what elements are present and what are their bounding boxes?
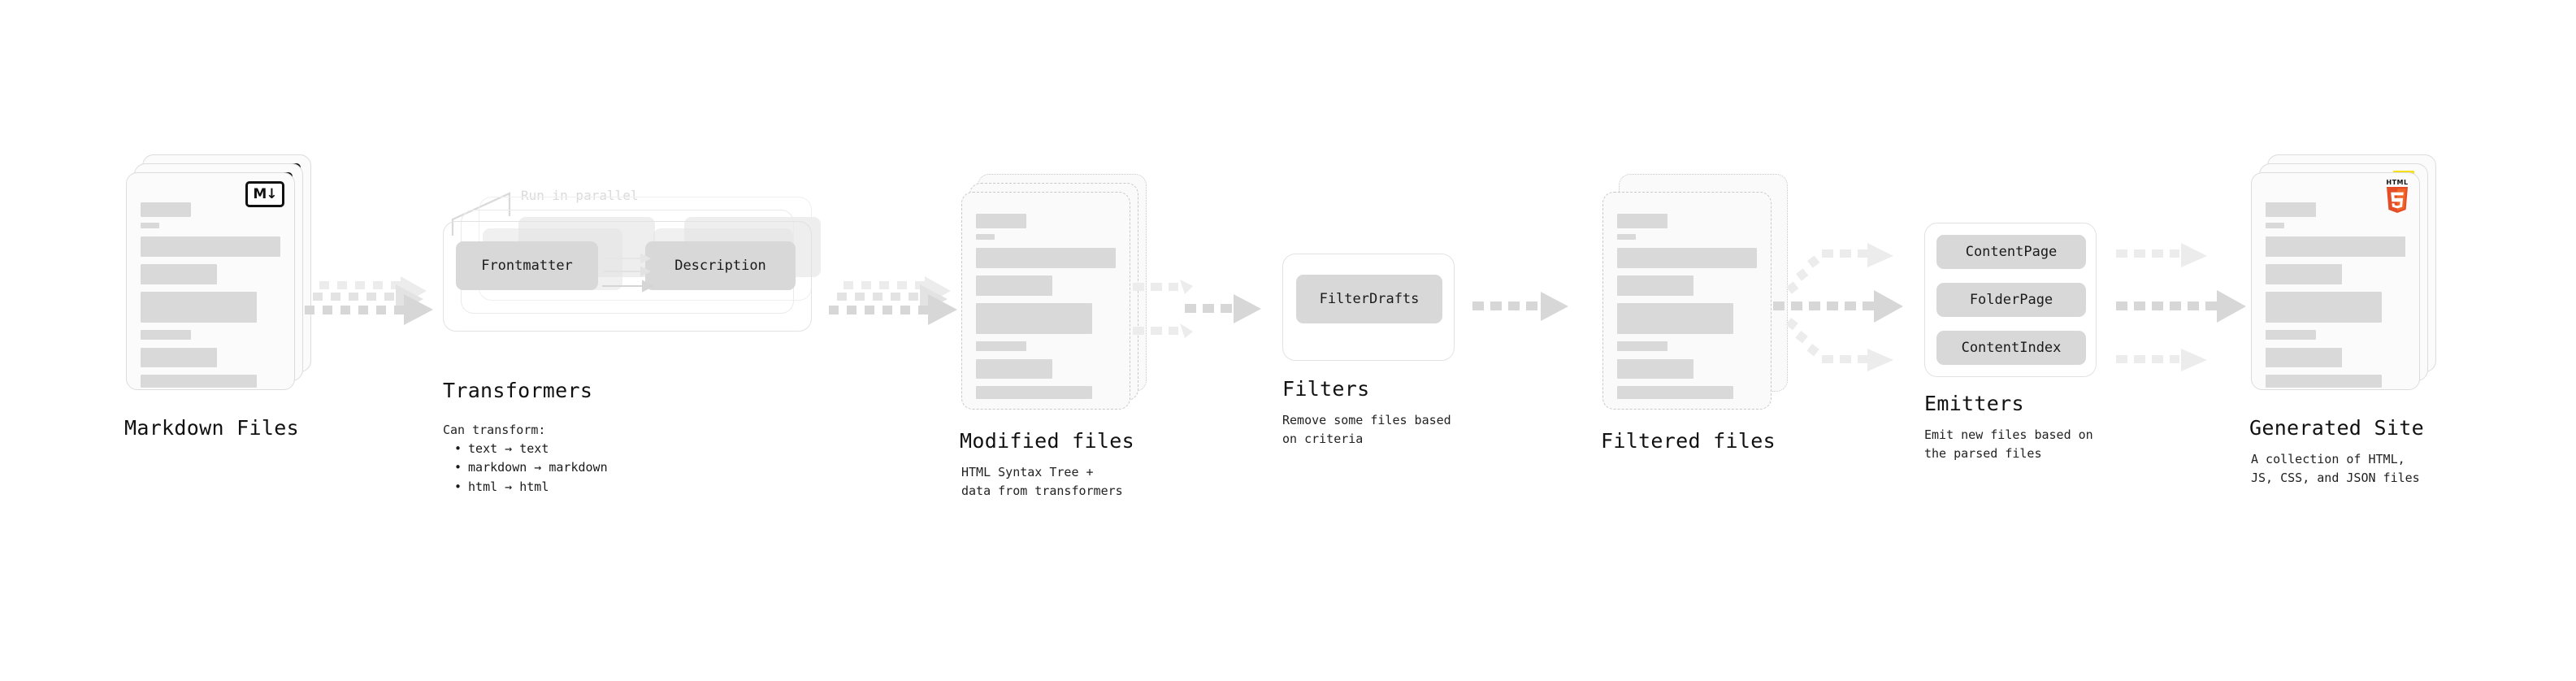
filtered-file-stack xyxy=(1602,174,1788,427)
markdown-badge: M↓ xyxy=(245,181,284,207)
placeholder-bar xyxy=(2266,292,2382,323)
transformers-box-group: Frontmatter Description xyxy=(443,185,823,340)
filter-chip-label: FilterDrafts xyxy=(1319,291,1420,307)
stage-title-transformers: Transformers xyxy=(443,379,593,402)
placeholder-bars xyxy=(1617,214,1757,405)
emitters-box: ContentPage FolderPage ContentIndex xyxy=(1924,223,2097,377)
stage-title-emitters: Emitters xyxy=(1924,392,2024,415)
placeholder-bar xyxy=(1617,341,1667,351)
arrow-emitters-to-site xyxy=(2116,232,2258,386)
placeholder-bar xyxy=(141,330,191,340)
placeholder-bar xyxy=(1617,275,1693,296)
stage-title-markdown-files: Markdown Files xyxy=(124,416,299,440)
placeholder-bar xyxy=(1617,303,1733,334)
placeholder-bar xyxy=(2266,330,2316,340)
arrow-markdown-to-transformers xyxy=(305,276,447,349)
placeholder-bar xyxy=(976,275,1052,296)
stage-desc-emitters: Emit new files based on the parsed files xyxy=(1924,427,2093,461)
emitter-chip-label: FolderPage xyxy=(1969,292,2053,308)
transformer-layer-front: Frontmatter Description xyxy=(443,221,812,332)
filter-chip-filterdrafts[interactable]: FilterDrafts xyxy=(1296,275,1442,323)
arrow-filters-to-filtered xyxy=(1472,289,1594,338)
placeholder-bar xyxy=(1617,248,1757,268)
stage-desc-filters: Remove some files based on criteria xyxy=(1282,413,1451,446)
stage-transformers: Run in parallel Frontmatter Description xyxy=(443,185,823,494)
transformer-chip-label: Description xyxy=(674,258,766,274)
file-card-front-html: HTML xyxy=(2251,172,2420,390)
placeholder-bar xyxy=(976,303,1092,334)
placeholder-bar xyxy=(976,386,1092,399)
run-in-parallel-label: Run in parallel xyxy=(521,188,639,203)
placeholder-bar xyxy=(141,292,257,323)
stage-title-modified-files: Modified files xyxy=(960,429,1134,453)
transformer-chip-frontmatter[interactable]: Frontmatter xyxy=(456,241,598,290)
stage-generated-site: CSS HTML xyxy=(2249,154,2436,485)
html5-badge-label: HTML xyxy=(2386,179,2409,186)
placeholder-bar xyxy=(1617,234,1636,240)
stage-markdown-files: M↓ M↓ M↓ xyxy=(124,154,311,440)
placeholder-bar xyxy=(976,214,1026,228)
placeholder-bar xyxy=(976,341,1026,351)
bullet-item: html → html xyxy=(454,478,608,497)
stage-modified-files: Modified files HTML Syntax Tree + data f… xyxy=(960,174,1147,498)
placeholder-bar xyxy=(2266,236,2405,257)
emitter-chip-folderpage[interactable]: FolderPage xyxy=(1936,283,2086,317)
arrow-modified-to-filters xyxy=(1133,268,1279,358)
stage-desc-generated-site: A collection of HTML, JS, CSS, and JSON … xyxy=(2251,452,2420,485)
placeholder-bar xyxy=(141,348,217,367)
placeholder-bar xyxy=(141,264,217,284)
arrow-filtered-to-emitters xyxy=(1773,232,1928,386)
modified-file-stack xyxy=(961,174,1147,427)
emitter-chip-contentindex[interactable]: ContentIndex xyxy=(1936,331,2086,365)
transformer-chip-label: Frontmatter xyxy=(481,258,573,274)
html5-badge: HTML xyxy=(2385,180,2409,215)
placeholder-bar xyxy=(2266,375,2382,388)
file-card-front xyxy=(961,192,1130,410)
placeholder-bar xyxy=(976,359,1052,379)
placeholder-bar xyxy=(141,223,159,228)
transformers-bullet-list: text → text markdown → markdown html → h… xyxy=(443,440,608,497)
placeholder-bar xyxy=(976,234,995,240)
placeholder-bar xyxy=(141,202,191,217)
stage-title-generated-site: Generated Site xyxy=(2249,416,2424,440)
placeholder-bar xyxy=(141,236,280,257)
file-card-front: M↓ xyxy=(126,172,295,390)
stage-title-filtered-files: Filtered files xyxy=(1601,429,1776,453)
emitter-chip-label: ContentIndex xyxy=(1961,340,2062,356)
placeholder-bar xyxy=(1617,359,1693,379)
stage-filtered-files: Filtered files xyxy=(1601,174,1788,453)
transformer-inner-arrows xyxy=(602,253,655,293)
emitter-chip-contentpage[interactable]: ContentPage xyxy=(1936,235,2086,269)
stage-title-filters: Filters xyxy=(1282,377,1370,401)
transformers-desc-head: Can transform: xyxy=(443,423,546,437)
html5-shield-icon xyxy=(2387,187,2408,213)
filters-box: FilterDrafts xyxy=(1282,254,1455,361)
placeholder-bar xyxy=(2266,202,2316,217)
bullet-item: markdown → markdown xyxy=(454,458,608,477)
placeholder-bar xyxy=(2266,223,2284,228)
placeholder-bar xyxy=(2266,264,2342,284)
placeholder-bar xyxy=(976,248,1116,268)
bullet-item: text → text xyxy=(454,440,608,458)
generated-site-file-stack: CSS HTML xyxy=(2251,154,2436,408)
placeholder-bar xyxy=(1617,386,1733,399)
placeholder-bar xyxy=(2266,348,2342,367)
placeholder-bars xyxy=(976,214,1116,405)
placeholder-bar xyxy=(1617,214,1667,228)
placeholder-bars xyxy=(141,202,280,393)
placeholder-bars xyxy=(2266,202,2405,393)
placeholder-bar xyxy=(141,375,257,388)
stage-emitters: ContentPage FolderPage ContentIndex Emit… xyxy=(1924,223,2097,461)
stage-desc-modified-files: HTML Syntax Tree + data from transformer… xyxy=(961,465,1123,498)
stage-filters: FilterDrafts Filters Remove some files b… xyxy=(1282,254,1455,446)
emitter-chip-label: ContentPage xyxy=(1965,244,2058,260)
transformer-chip-description[interactable]: Description xyxy=(645,241,796,290)
markdown-file-stack: M↓ M↓ M↓ xyxy=(126,154,311,408)
file-card-front xyxy=(1602,192,1772,410)
arrow-transformers-to-modified xyxy=(829,276,971,349)
